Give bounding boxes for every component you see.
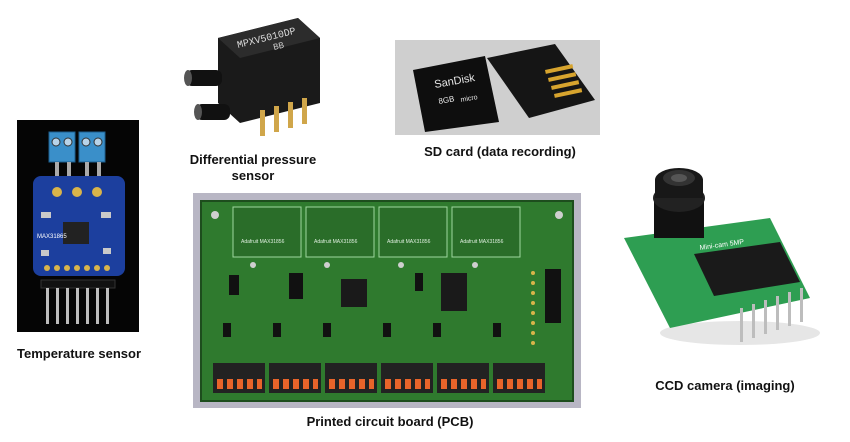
- sd-type-label: micro: [460, 94, 478, 104]
- ccd-camera-caption: CCD camera (imaging): [655, 378, 795, 393]
- pcb-header-label: Adafruit MAX31856: [241, 239, 285, 245]
- pressure-caption-line1: Differential pressure: [189, 152, 317, 167]
- pcb-header-label: Adafruit MAX31856: [314, 239, 358, 245]
- ccd-camera-image: Mini-cam 5MP: [610, 158, 835, 368]
- temp-chip-label: MAX31865: [37, 234, 67, 240]
- pcb-caption: Printed circuit board (PCB): [306, 414, 474, 429]
- pressure-code-label: BB: [272, 40, 285, 52]
- pcb-header-label: Adafruit MAX31856: [460, 239, 504, 245]
- pressure-caption-line2: sensor: [231, 168, 275, 183]
- sd-capacity-label: 8GB: [438, 94, 455, 106]
- pcb-header-label: Adafruit MAX31856: [387, 239, 431, 245]
- pressure-sensor-image: MPXV5010DP BB: [178, 8, 328, 148]
- sd-card-caption: SD card (data recording): [424, 144, 576, 159]
- pressure-sensor-caption: Differential pressure sensor: [168, 152, 338, 184]
- pcb-image: Adafruit MAX31856 Adafruit MAX31856 Adaf…: [193, 193, 581, 408]
- temperature-sensor-caption: Temperature sensor: [16, 346, 142, 361]
- sd-card-image: SanDisk 8GB micro: [395, 40, 600, 135]
- temperature-sensor-image: MAX31865: [17, 120, 139, 332]
